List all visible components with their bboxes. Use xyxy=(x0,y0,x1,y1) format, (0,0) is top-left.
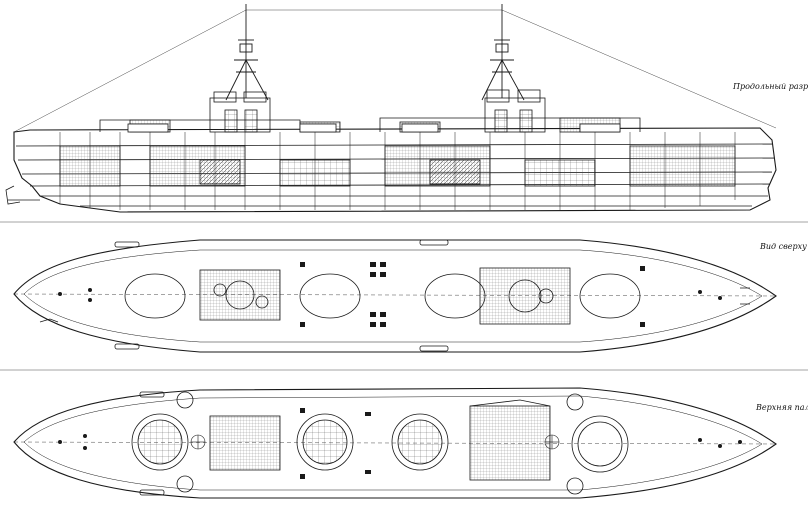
foremast xyxy=(225,4,269,101)
profile-view-label: Продольный разрез xyxy=(733,82,808,91)
turret-2 xyxy=(296,413,354,471)
deck-hull-outline xyxy=(13,387,777,499)
deck-fittings xyxy=(58,262,722,327)
fore-tower xyxy=(209,91,271,133)
wheel-icons xyxy=(190,434,560,450)
turret-3 xyxy=(391,413,449,471)
upper-deck-view xyxy=(13,387,777,499)
longitudinal-section-view xyxy=(5,4,777,213)
upper-deck-label: Верхняя палуба xyxy=(756,403,808,412)
aft-bridge xyxy=(479,267,571,325)
fore-bridge xyxy=(199,269,281,321)
top-view xyxy=(13,239,777,353)
top-hull-outline xyxy=(13,239,777,353)
aft-tower xyxy=(484,89,546,133)
top-view-label: Вид сверху xyxy=(760,242,807,251)
turret-4 xyxy=(571,415,629,473)
mainmast xyxy=(481,4,525,101)
hull-outline xyxy=(13,127,777,213)
turret-1 xyxy=(131,413,189,471)
